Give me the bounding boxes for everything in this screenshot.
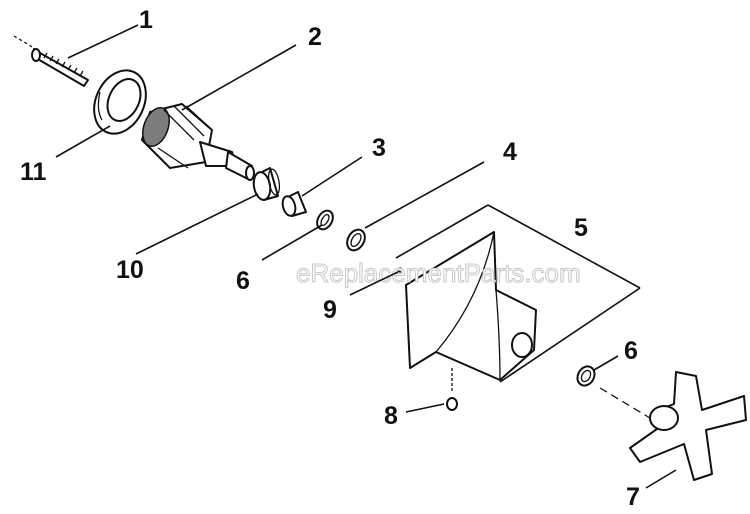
spout-curve-line — [435, 231, 495, 353]
callout-5: 5 — [574, 214, 588, 242]
cartridge — [141, 103, 255, 181]
callout-6-upper: 6 — [236, 267, 250, 295]
spout-body — [397, 231, 537, 392]
callout-2: 2 — [308, 23, 322, 51]
callout-7: 7 — [626, 483, 640, 511]
handle-axis-line — [599, 387, 651, 419]
cartridge-face — [142, 107, 170, 147]
stem-tip — [245, 165, 255, 181]
wall-plate — [395, 204, 641, 383]
escutcheon-ring — [93, 69, 147, 135]
leader-3 — [301, 156, 363, 197]
spout-side-line — [495, 289, 501, 381]
leader-8 — [405, 403, 445, 413]
callout-8: 8 — [384, 402, 398, 430]
callout-11: 11 — [20, 158, 47, 186]
set-screw — [446, 397, 458, 411]
callout-3: 3 — [372, 134, 386, 162]
leader-6-lower — [593, 355, 619, 371]
callout-10: 10 — [116, 256, 144, 284]
screw-shaft — [33, 48, 89, 87]
callout-4: 4 — [503, 138, 517, 166]
ring-inner — [106, 78, 142, 122]
watermark-text: eReplacementParts.com — [296, 258, 581, 288]
callout-labels: 1 2 3 4 5 6 6 7 8 9 10 11 — [20, 6, 640, 511]
handle-arms — [629, 371, 747, 481]
leader-lines — [55, 24, 677, 489]
wall-plate-outline — [395, 204, 641, 383]
o-ring-lower-inner — [580, 369, 592, 383]
spout-body-shape — [405, 231, 537, 381]
adapter-face — [281, 195, 297, 217]
spout-front-edge — [405, 284, 411, 369]
washer-outer — [346, 228, 366, 252]
leader-9 — [349, 271, 399, 296]
callout-6-lower: 6 — [624, 337, 638, 365]
screw — [13, 35, 89, 87]
leader-10 — [135, 193, 259, 255]
spout-bore — [511, 332, 533, 358]
adapter — [281, 191, 307, 217]
leader-7 — [645, 469, 677, 489]
leader-11 — [55, 125, 111, 158]
bushing — [252, 167, 281, 201]
o-ring-lower-outer — [576, 365, 596, 387]
callout-1: 1 — [139, 6, 153, 34]
leader-2 — [181, 44, 297, 111]
o-ring-lower — [576, 365, 651, 419]
handle-hub — [649, 405, 679, 431]
spout-dot — [397, 267, 403, 273]
leader-1 — [67, 24, 139, 59]
leader-6-upper — [261, 224, 323, 261]
cross-handle — [629, 371, 747, 481]
bushing-back — [267, 168, 281, 196]
washer — [346, 228, 366, 252]
set-screw-head — [446, 397, 458, 411]
leader-4 — [364, 161, 485, 229]
screw-axis-line — [13, 35, 35, 49]
washer-inner — [350, 232, 362, 248]
screw-threads — [43, 52, 84, 77]
screw-head — [31, 48, 41, 62]
callout-9: 9 — [323, 296, 337, 324]
cartridge-ribs — [157, 105, 211, 169]
ring-edge — [97, 91, 103, 121]
